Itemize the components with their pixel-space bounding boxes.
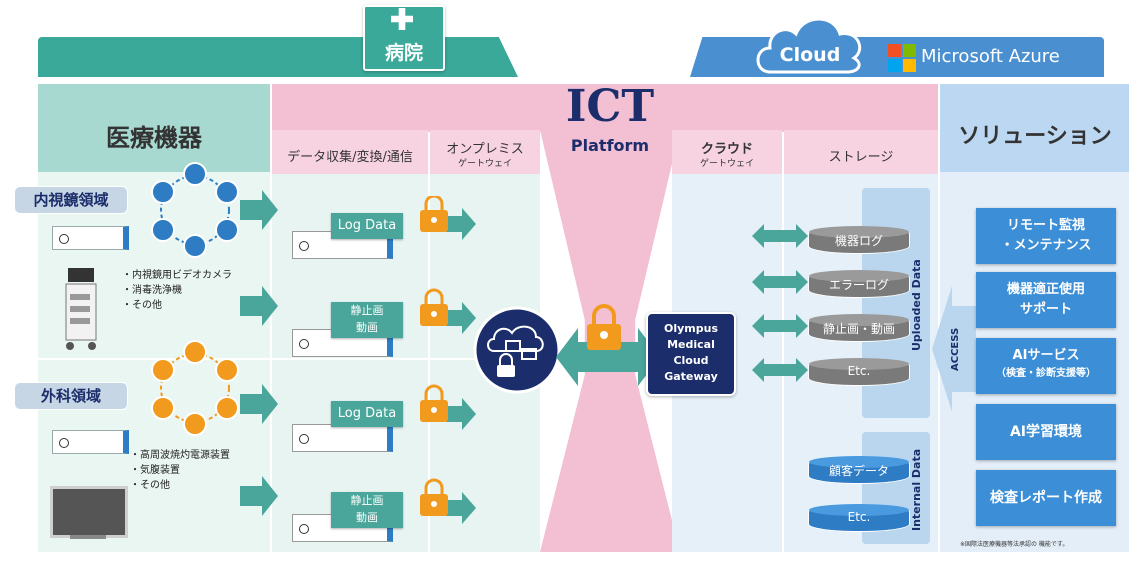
- storage-cylinder: Etc.: [808, 504, 910, 532]
- storage-header-bg: [784, 130, 938, 174]
- endoscopy-item-3: ・その他: [122, 300, 162, 311]
- surgery-item-1: ・高周波焼灼電源装置: [130, 450, 230, 461]
- solution-box: 機器適正使用 サポート: [976, 272, 1116, 328]
- storage-cylinder: エラーログ: [808, 270, 910, 298]
- storage-cylinder: 機器ログ: [808, 226, 910, 254]
- cloudgw-header-bg: [672, 130, 782, 174]
- solution-line-2: （検査・診断支援等）: [996, 368, 1096, 379]
- endoscopy-item-2: ・消毒洗浄機: [122, 285, 182, 296]
- surgery-label: 外科領域: [14, 382, 128, 410]
- endoscopy-item-1: ・内視鏡用ビデオカメラ: [122, 270, 232, 281]
- ict-subtitle: Platform: [570, 136, 650, 155]
- gateway-line-3: Cloud: [673, 354, 709, 367]
- footnote: ※国際法医療機器等法承認の 機能です。: [960, 541, 1069, 548]
- solution-line-1: AIサービス: [1012, 348, 1080, 363]
- cloudgw-subheader: ゲートウェイ: [699, 159, 754, 169]
- lock-icon: [587, 304, 621, 350]
- internal-data-label: Internal Data: [910, 448, 923, 532]
- storage-cylinder-label: 機器ログ: [834, 234, 883, 248]
- azure-label: Microsoft Azure: [921, 46, 1060, 67]
- still-image-box-2: 静止画 動画: [331, 492, 403, 528]
- onprem-header: オンプレミス: [446, 142, 524, 157]
- still-image-box: 静止画 動画: [331, 302, 403, 338]
- storage-cylinder-label: エラーログ: [828, 278, 889, 292]
- onprem-gateway-icon: [473, 306, 561, 394]
- solution-line-1: AI学習環境: [1009, 424, 1083, 440]
- device-unit: [52, 226, 129, 250]
- log-data-box: Log Data: [331, 213, 403, 239]
- endoscopy-label: 内視鏡領域: [14, 186, 128, 214]
- storage-cylinder-label: Etc.: [847, 364, 871, 378]
- onprem-header-bg: [430, 130, 540, 174]
- surgery-item-3: ・その他: [130, 480, 170, 491]
- cloud-label: Cloud: [779, 44, 841, 66]
- cloudgw-header: クラウド: [700, 142, 753, 157]
- solution-line-1: 検査レポート作成: [990, 490, 1102, 506]
- still-image-label: 静止画: [350, 494, 384, 507]
- device-arrows: [240, 190, 278, 516]
- monitor-icon: [50, 486, 128, 538]
- endoscopy-icon-ring: [151, 162, 239, 258]
- still-image-label: 静止画: [350, 304, 384, 317]
- storage-header: ストレージ: [828, 150, 894, 165]
- storage-cylinder: Etc.: [808, 358, 910, 386]
- lock-icon: [420, 196, 448, 516]
- solution-line-1: 機器適正使用: [1006, 282, 1085, 297]
- solutions-header: ソリューション: [958, 124, 1112, 149]
- devices-header: 医療機器: [106, 124, 202, 152]
- collect-header: データ収集/変換/通信: [287, 150, 413, 165]
- surgery-icon-ring: [151, 340, 239, 436]
- video-label: 動画: [356, 321, 378, 334]
- uploaded-data-label: Uploaded Data: [910, 259, 923, 351]
- gateway-line-2: Medical: [667, 338, 715, 351]
- storage-cylinder-label: Etc.: [847, 510, 871, 524]
- ict-band: [272, 84, 938, 132]
- access-label: ACCESS: [950, 327, 961, 371]
- solution-line-2: ・メンテナンス: [1000, 238, 1092, 253]
- onprem-lock-arrows: [420, 196, 476, 524]
- solution-line-2: サポート: [1019, 302, 1072, 317]
- hospital-label: 病院: [384, 42, 423, 64]
- monitor-stand: [70, 535, 106, 539]
- ict-double-arrow: [556, 328, 660, 386]
- cart-device-icon: [65, 268, 97, 350]
- storage-cylinder: 静止画・動画: [808, 314, 910, 342]
- log-data-box-2: Log Data: [331, 401, 403, 427]
- solution-line-1: リモート監視: [1006, 218, 1085, 233]
- cloud-gateway-box: Olympus Medical Cloud Gateway: [646, 312, 736, 396]
- device-unit: [52, 430, 129, 454]
- storage-cylinder-label: 静止画・動画: [822, 322, 895, 336]
- solution-box: AIサービス （検査・診断支援等）: [976, 338, 1116, 394]
- ict-title: ICT: [565, 81, 655, 132]
- storage-cylinder: 顧客データ: [808, 456, 910, 484]
- collect-header-bg: [272, 130, 428, 174]
- solutions-header-bg: [940, 84, 1129, 172]
- solution-box: リモート監視 ・メンテナンス: [976, 208, 1116, 264]
- hospital-bar: [38, 37, 518, 77]
- storage-cylinder-label: 顧客データ: [828, 464, 889, 478]
- cloud-icon: [756, 17, 862, 74]
- solution-box: AI学習環境: [976, 404, 1116, 460]
- section-divider: [38, 358, 538, 360]
- gateway-line-4: Gateway: [664, 370, 718, 383]
- devices-header-bg: [38, 84, 270, 172]
- storage-arrows: [752, 224, 808, 382]
- solution-box: 検査レポート作成: [976, 470, 1116, 526]
- gateway-line-1: Olympus: [663, 322, 718, 335]
- microsoft-logo-icon: [888, 44, 916, 72]
- surgery-item-2: ・気腹装置: [130, 465, 180, 476]
- data-unit: [292, 424, 393, 452]
- onprem-subheader: ゲートウェイ: [457, 159, 512, 169]
- access-arrow: [932, 286, 976, 412]
- video-label: 動画: [356, 511, 378, 524]
